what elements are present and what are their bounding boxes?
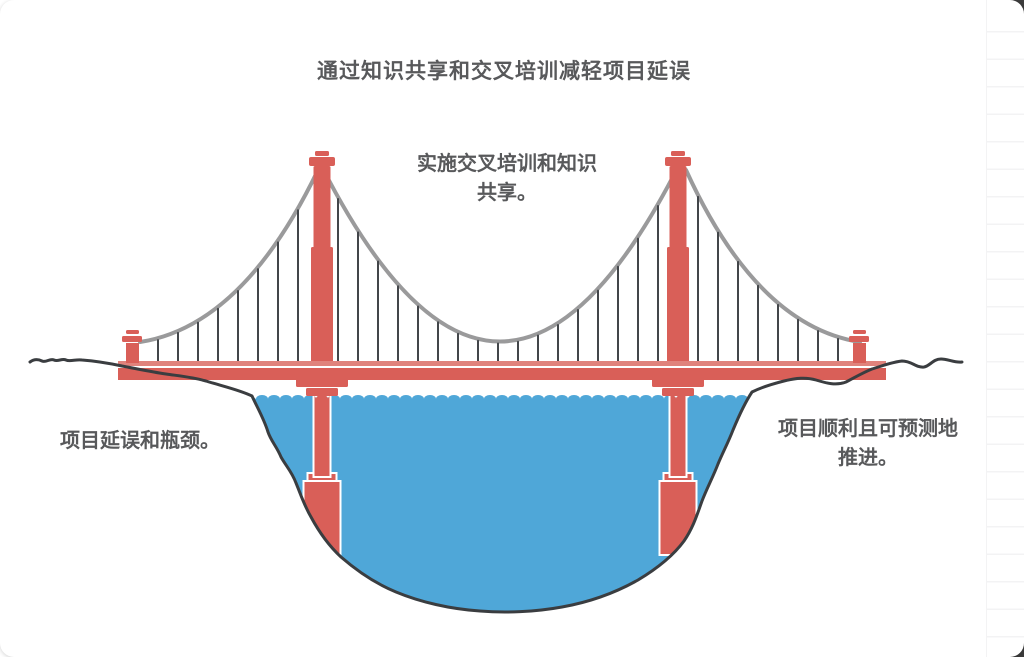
pier-caps [296,378,704,396]
center-label-line2: 共享。 [477,182,537,204]
right-tower-upper-column [669,166,687,250]
right-anchor-finial [853,330,866,334]
left-tower-pier-column [312,392,332,478]
right-tower-lower-column [667,247,689,363]
right-anchor-cap [849,336,869,342]
left-tower [309,151,335,363]
ruled-paper-strip [986,0,1024,657]
right-anchor-pier [849,330,869,363]
left-tower-foundation [302,480,342,556]
left-tower-lower-column [311,247,333,363]
left-tower-finial [315,151,329,156]
main-cable [320,165,680,344]
right-side-cable [684,168,862,344]
bridge-deck [118,361,886,380]
left-anchor-pier [122,330,142,363]
right-pier-cap-wide [652,378,704,387]
left-anchor-cap [122,336,142,342]
deck-girder-bar [118,368,886,380]
right-pier-cap-narrow [662,388,694,396]
terrain-outline [28,357,964,614]
cables [138,165,862,344]
right-tower-finial [671,151,685,156]
diagram-title: 通过知识共享和交叉培训减轻项目延误 [317,60,691,83]
left-label: 项目延误和瓶颈。 [60,430,220,452]
hanger-cables [157,195,839,364]
left-pier-cap-narrow [306,388,338,396]
left-tower-cap [309,157,335,166]
water-basin [252,392,752,612]
right-label: 项目顺利且可预测地 推进。 [745,415,991,473]
center-label-line1: 实施交叉培训和知识 [417,153,597,175]
center-label: 实施交叉培训和知识 共享。 [337,150,677,208]
right-tower-cap [665,157,691,166]
left-side-cable [138,168,320,344]
deck-roadway-bar [118,361,886,366]
left-anchor-column [126,343,139,363]
right-tower-pier-column [668,392,688,478]
left-anchor-finial [126,330,139,334]
left-pier-cap-wide [296,378,348,387]
right-label-line1: 项目顺利且可预测地 [778,418,958,440]
left-tower-upper-column [313,166,331,250]
right-label-line2: 推进。 [838,447,898,469]
right-tower-foundation [658,480,698,556]
right-tower [665,151,691,363]
right-anchor-column [853,343,866,363]
